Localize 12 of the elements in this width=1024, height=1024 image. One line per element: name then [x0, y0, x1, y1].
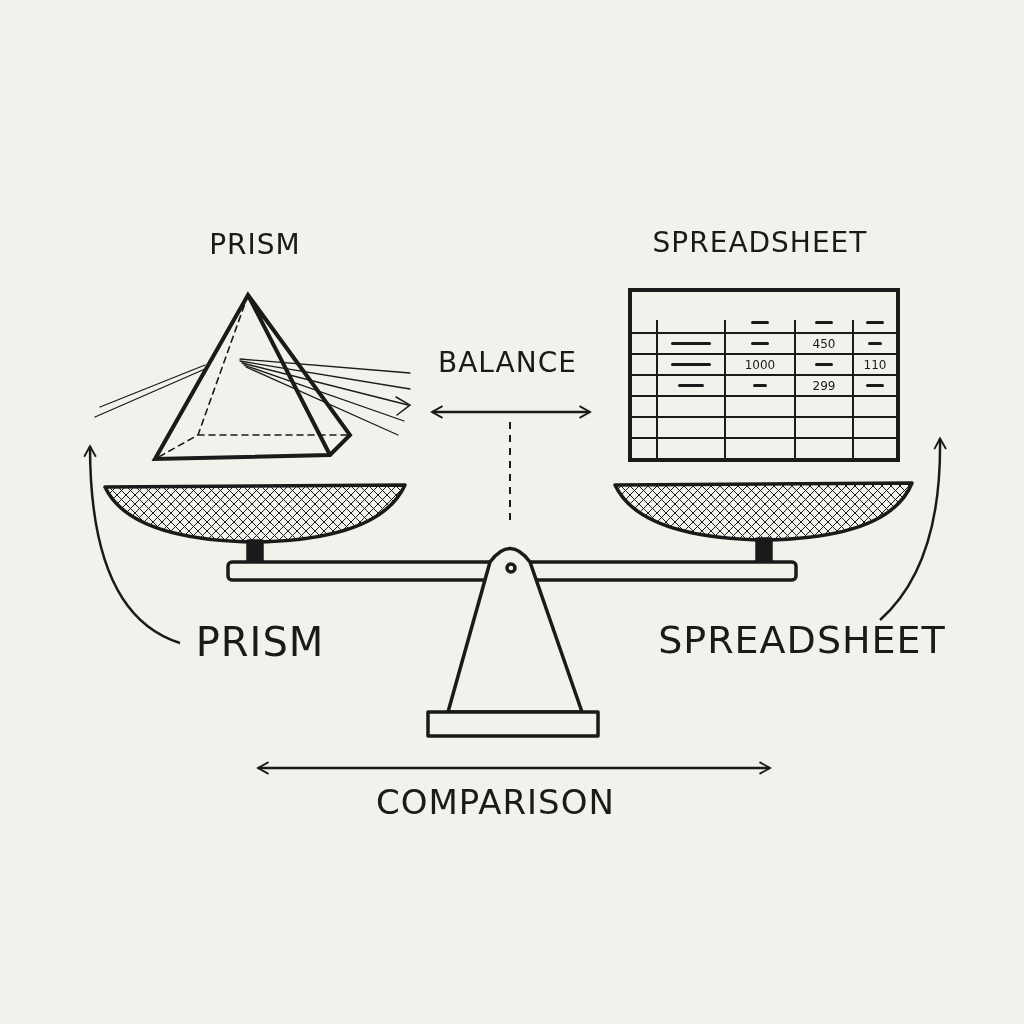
- table-cell: 450: [796, 334, 852, 353]
- caption-text: COMPARISON: [376, 784, 615, 822]
- curved-arrow: [83, 445, 181, 645]
- item-label: SPREADSHEET: [658, 620, 946, 662]
- figure-title: SPREADSHEET: [652, 228, 868, 259]
- table-cell: 299: [796, 376, 852, 395]
- figure-title: PRISM: [209, 230, 301, 261]
- item-label: PRISM: [195, 620, 325, 664]
- caption-text: BALANCE: [438, 348, 577, 379]
- table-cell: 1000: [726, 355, 794, 374]
- curved-arrow: [879, 437, 947, 621]
- table-cell: 110: [854, 355, 896, 374]
